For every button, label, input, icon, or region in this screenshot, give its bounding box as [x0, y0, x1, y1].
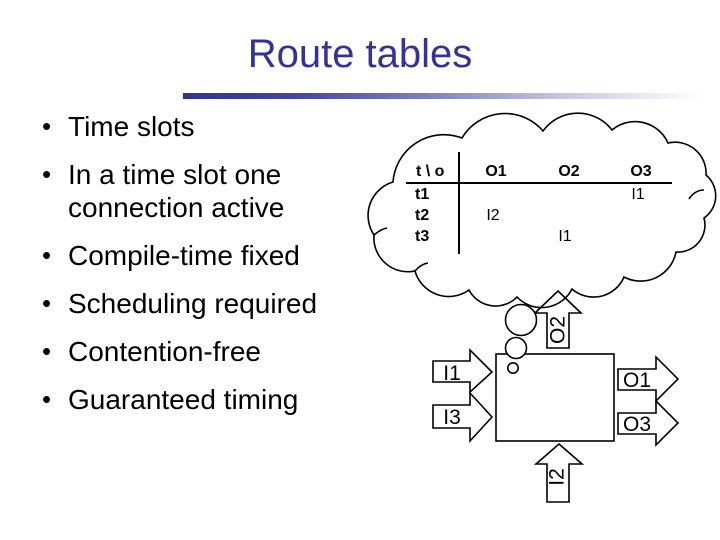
input-arrow-i3	[432, 390, 494, 444]
output-arrow-o1	[617, 355, 680, 403]
bullet-text: Scheduling required	[68, 288, 318, 319]
output-arrow-o2	[533, 289, 583, 349]
cloud-crevice	[373, 227, 388, 236]
bullet-item: • Time slots	[38, 110, 368, 143]
output-arrow-o2-label: O2	[547, 316, 570, 344]
title-underline-bar	[183, 93, 702, 99]
bullet-item: • In a time slot one connection active	[38, 158, 368, 224]
output-arrow-o3-label: O3	[623, 413, 651, 436]
route-table-row-header-t3: t3	[415, 228, 429, 245]
bullet-item: • Contention-free	[38, 335, 368, 368]
output-arrow-o1-label: O1	[623, 369, 651, 392]
route-table-cell-t3-o2: I1	[558, 228, 571, 245]
route-table-col-header-o3: O3	[630, 163, 651, 180]
bullet-item: • Guaranteed timing	[38, 383, 368, 416]
cloud-crevice	[688, 189, 705, 200]
bullet-text: Compile-time fixed	[68, 240, 300, 271]
input-arrow-i2	[533, 442, 585, 503]
bullet-list: • Time slots • In a time slot one connec…	[38, 110, 368, 431]
cloud-crevice	[414, 262, 429, 272]
route-table-col-header-o2: O2	[558, 163, 579, 180]
bullet-text: Time slots	[68, 111, 195, 142]
input-arrow-i1-label: I1	[443, 362, 461, 385]
bullet-text: Guaranteed timing	[68, 384, 299, 415]
input-arrow-i2-label: I2	[546, 468, 569, 486]
route-table-cell-t2-o1: I2	[486, 207, 499, 224]
route-table-row-header-t1: t1	[415, 186, 429, 203]
route-table-col-header-o1: O1	[485, 163, 506, 180]
route-table-row-header-t2: t2	[415, 207, 429, 224]
bullet-text: Contention-free	[68, 336, 262, 367]
input-arrow-i3-label: I3	[443, 406, 461, 429]
route-table-corner-header: t \ o	[416, 163, 445, 180]
bullet-icon: •	[42, 336, 52, 366]
bullet-item: • Compile-time fixed	[38, 239, 368, 272]
output-arrow-o3	[617, 399, 680, 447]
bullet-item: • Scheduling required	[38, 287, 368, 320]
thought-cloud-icon	[367, 112, 717, 309]
bullet-text: In a time slot one connection active	[68, 159, 285, 223]
bullet-icon: •	[42, 384, 52, 414]
slide-title: Route tables	[247, 32, 473, 76]
cloud-tail-bubble-large	[504, 303, 538, 337]
bullet-icon: •	[42, 111, 52, 141]
route-table-cell-t1-o3: I1	[631, 186, 644, 203]
cloud-tail-bubble-medium	[504, 336, 528, 360]
input-arrow-i1	[432, 348, 494, 394]
cloud-tail-bubble-small	[506, 361, 519, 374]
bullet-icon: •	[42, 159, 52, 189]
bullet-icon: •	[42, 240, 52, 270]
bullet-icon: •	[42, 288, 52, 318]
